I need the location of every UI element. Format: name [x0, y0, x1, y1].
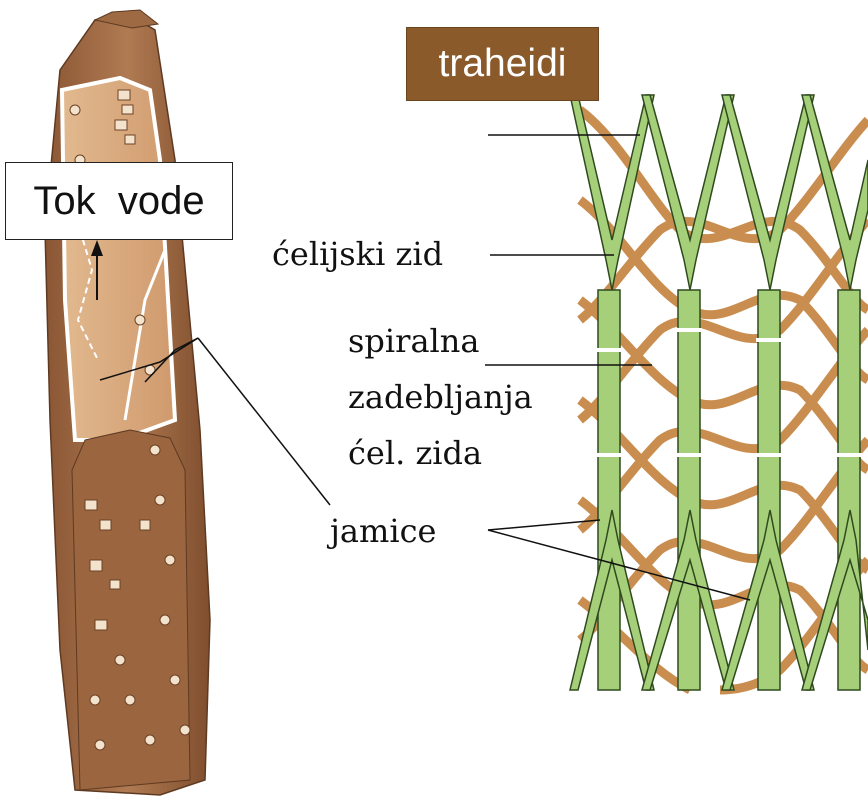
- tracheid-lattice: [570, 95, 868, 690]
- label-spiral-line3: ćel. zida: [348, 437, 482, 469]
- water-flow-text: Tok vode: [33, 179, 204, 224]
- label-cell-wall: ćelijski zid: [272, 238, 443, 270]
- label-pits: jamice: [330, 515, 436, 547]
- tracheid-illustration: [45, 10, 210, 795]
- water-flow-box: Tok vode: [5, 162, 233, 240]
- label-spiral-line2: zadebljanja: [348, 381, 533, 413]
- title-text: traheidi: [439, 42, 567, 86]
- label-spiral-line1: spiralna: [348, 325, 479, 357]
- leader-lines: [198, 135, 750, 600]
- title-box: traheidi: [406, 27, 599, 101]
